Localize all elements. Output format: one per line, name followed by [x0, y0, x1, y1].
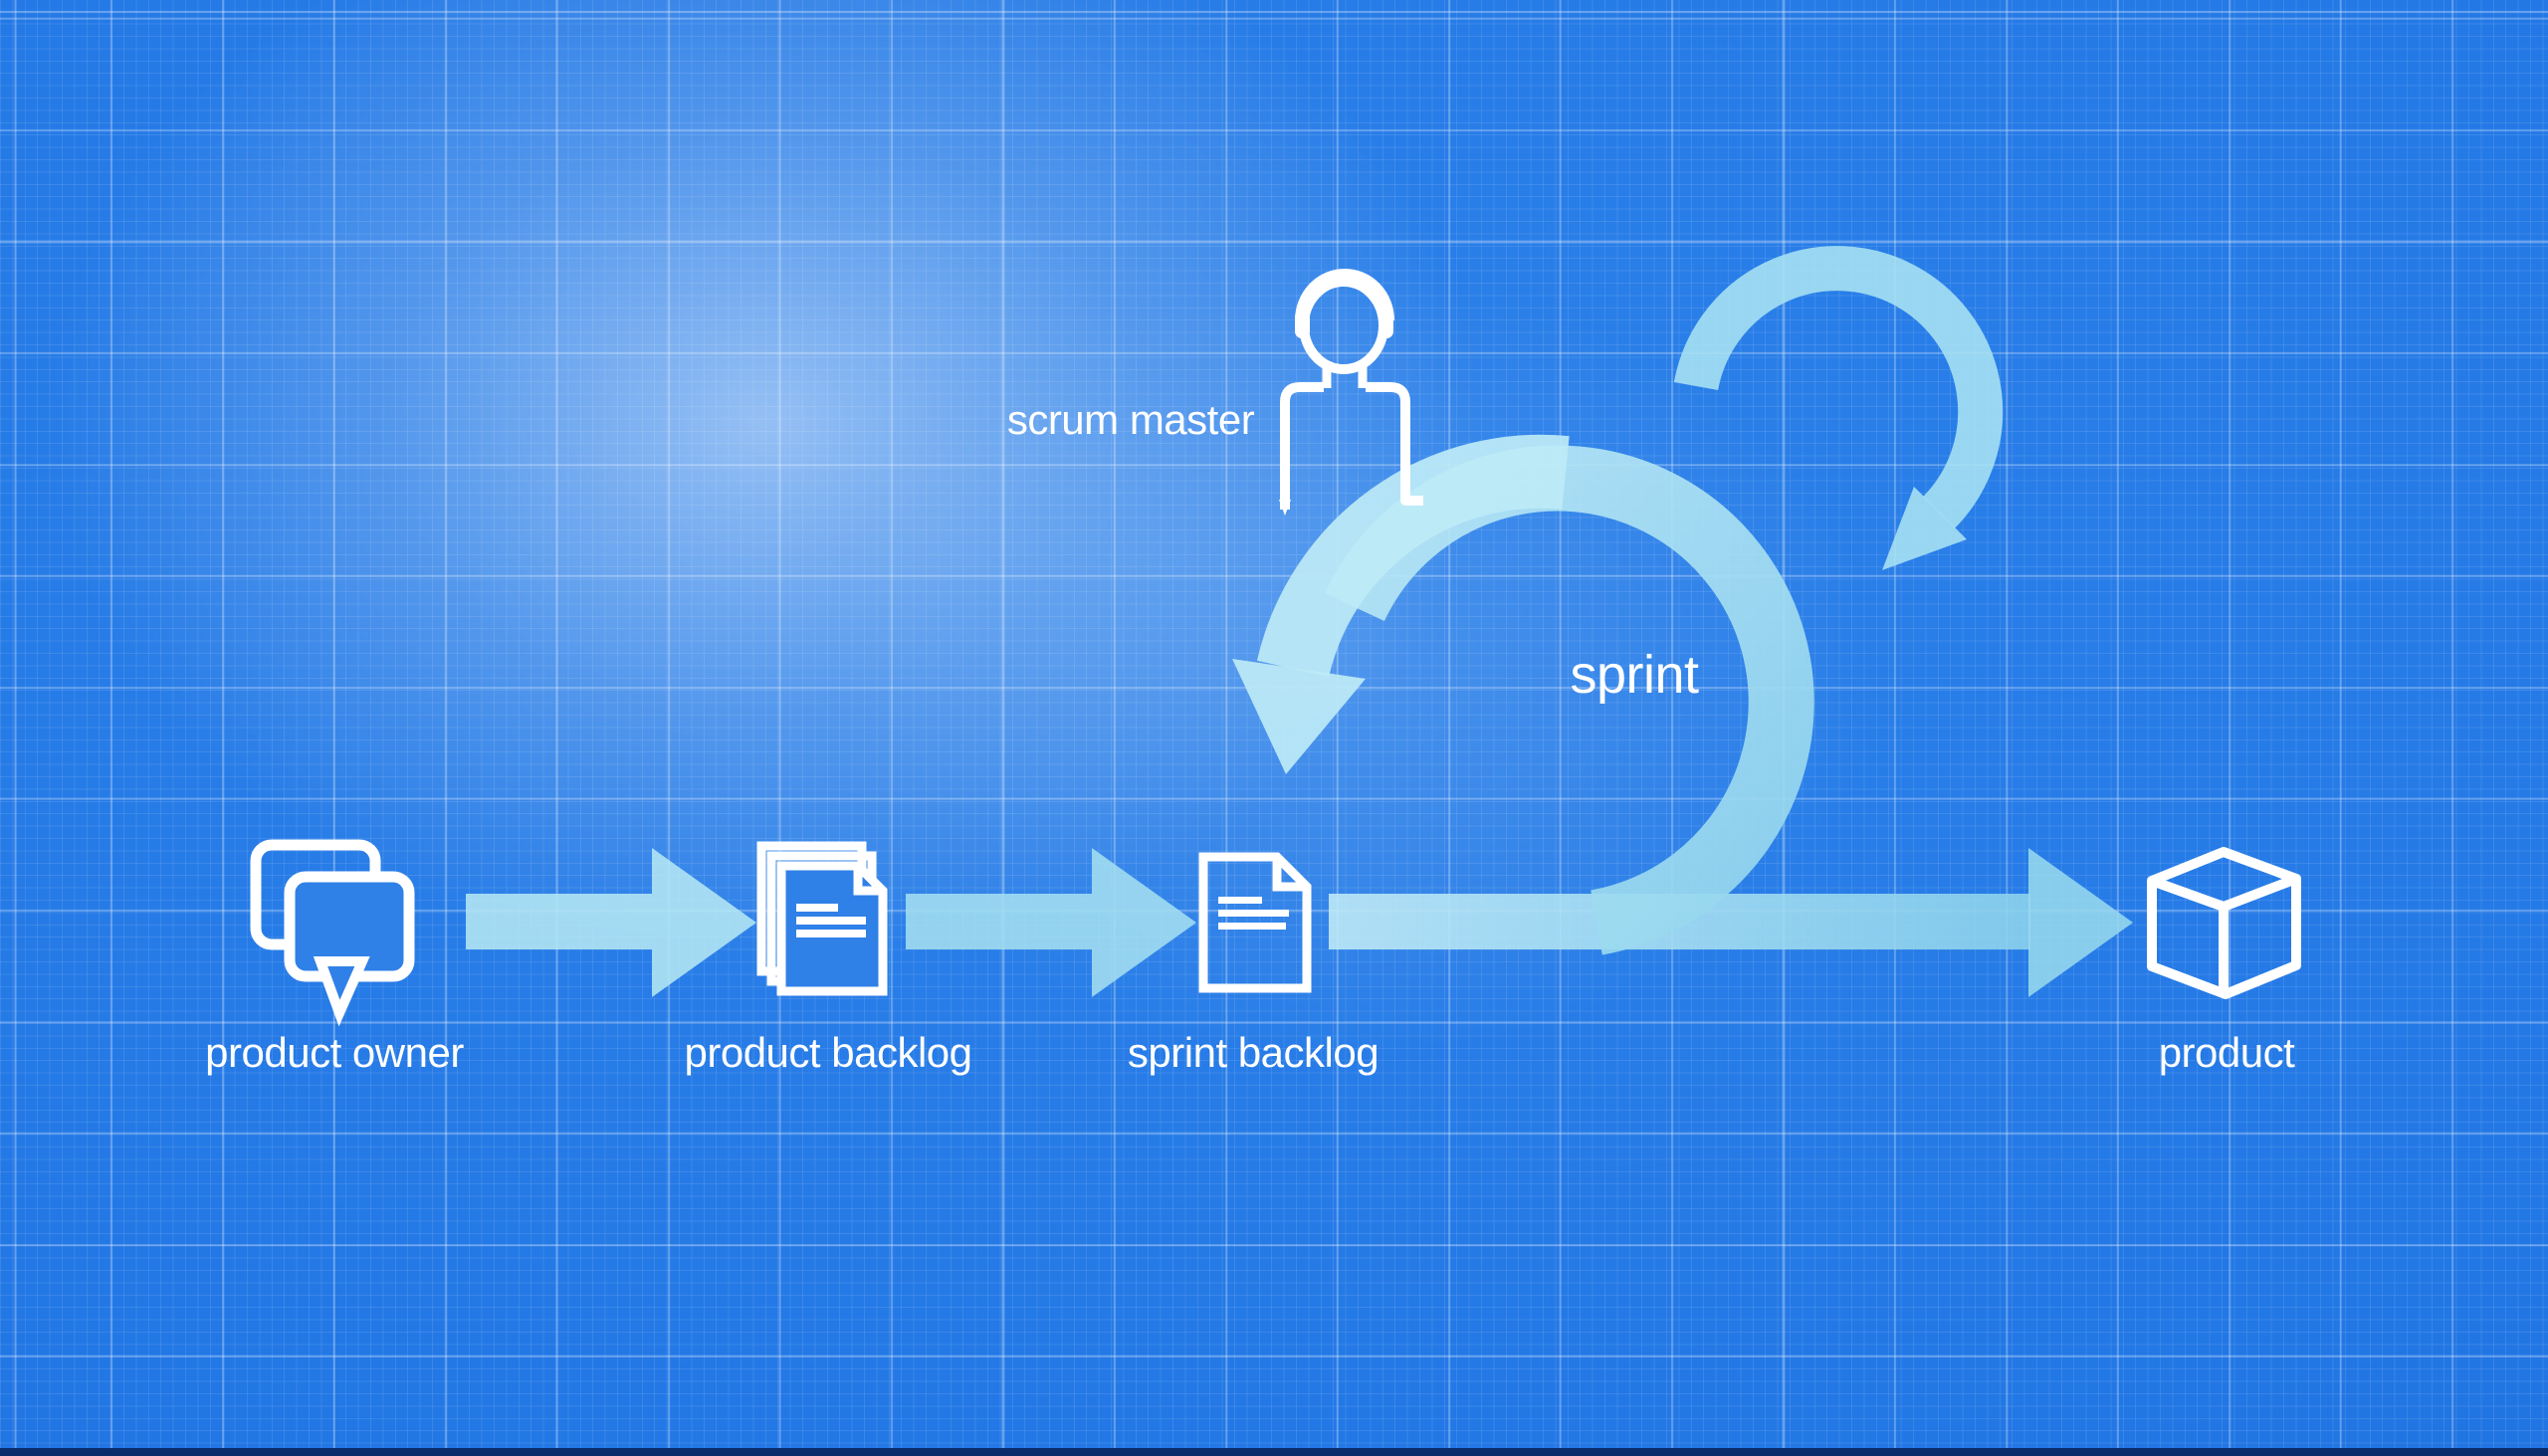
label-product-owner: product owner [205, 1029, 464, 1076]
person-neck [1322, 361, 1368, 388]
chat-bubbles-icon [250, 839, 415, 1027]
arrow-head [652, 848, 756, 997]
label-product: product [2158, 1029, 2295, 1076]
label-sprint: sprint [1570, 645, 1699, 705]
mini-loop-arrowhead [1882, 487, 1967, 570]
page-fold [1272, 857, 1307, 892]
label-product-backlog: product backlog [684, 1029, 972, 1076]
flow-arrow-backlog-to-sprint-backlog [906, 848, 1196, 997]
cube-icon [2147, 847, 2301, 999]
page-text-lines [1218, 897, 1289, 930]
document-icon [1198, 852, 1312, 993]
arrow-shaft [466, 894, 652, 949]
chat-bubble-tail [313, 956, 370, 1027]
cube-inner-edges [2150, 874, 2298, 994]
person-head [1299, 277, 1388, 374]
bottom-border-bar [0, 1448, 2548, 1456]
page-front [776, 861, 888, 996]
page-text-lines [796, 904, 866, 937]
arrow-head [2028, 848, 2133, 997]
sprint-loop-arrow [1232, 434, 1814, 955]
page-front-fold [853, 866, 883, 896]
label-sprint-backlog: sprint backlog [1127, 1029, 1380, 1076]
headset-earcup-right [1379, 311, 1393, 338]
person-shoulder-left [1280, 382, 1324, 510]
sprint-loop-tail [1256, 434, 1570, 678]
label-scrum-master: scrum master [1006, 396, 1255, 443]
page [1198, 852, 1312, 993]
arrow-head [1092, 848, 1196, 997]
document-stack-icon [756, 841, 888, 996]
person-body-taper [1279, 500, 1291, 516]
person-shoulder-right [1366, 382, 1423, 506]
flow-arrow-owner-to-backlog [466, 848, 756, 997]
arrow-shaft [906, 894, 1092, 949]
mini-loop-ring [1673, 246, 2004, 528]
person-headset-icon [1279, 269, 1423, 516]
mini-loop-arrow [1673, 246, 2004, 570]
headset-earcup-left [1295, 311, 1310, 338]
headset-band [1295, 269, 1394, 321]
sprint-loop-arrowhead [1232, 659, 1366, 774]
